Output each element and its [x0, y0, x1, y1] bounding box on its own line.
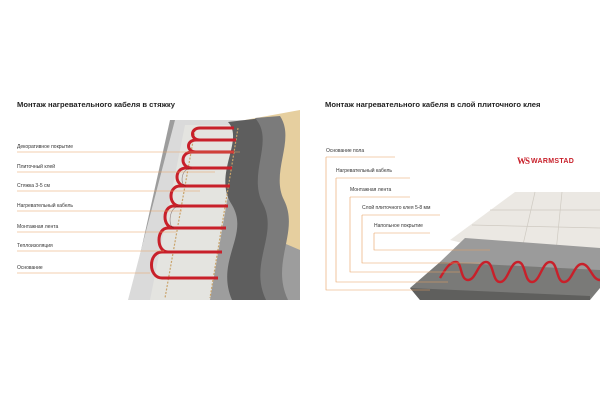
left-panel: Монтаж нагревательного кабеля в стяжку: [17, 100, 300, 300]
left-label-screed: Стяжка 3-5 см: [17, 183, 50, 189]
right-label-mounting-tape: Монтажная лента: [350, 187, 392, 193]
left-tape-line: [209, 127, 239, 299]
warmstad-logo: WS WARMSTAD: [517, 156, 574, 166]
left-label-heating-cable: Нагревательный кабель: [17, 203, 73, 209]
right-leader-lines: [325, 156, 490, 291]
left-label-insulation: Теплоизоляция: [17, 243, 53, 249]
left-leader-lines: [17, 151, 240, 274]
right-diagram: [325, 156, 600, 300]
right-panel: Монтаж нагревательного кабеля в слой пли…: [300, 0, 600, 400]
right-heating-cable: [438, 260, 600, 284]
right-label-heating-cable: Нагревательный кабель: [336, 168, 392, 174]
right-title: Монтаж нагревательного кабеля в слой пли…: [325, 100, 541, 109]
logo-text: WARMSTAD: [531, 157, 575, 165]
left-title: Монтаж нагревательного кабеля в стяжку: [17, 100, 175, 109]
left-tape-line: [164, 129, 196, 299]
left-label-tile-adhesive: Плиточный клей: [17, 164, 56, 170]
left-heating-cable: [150, 126, 236, 280]
left-diagram: [17, 110, 300, 300]
right-label-floor-covering: Напольное покрытие: [374, 223, 423, 229]
left-adhesive-layer: [255, 116, 289, 300]
left-label-mounting-tape: Монтажная лента: [17, 224, 59, 230]
left-label-decorative: Декоративное покрытие: [17, 144, 74, 150]
right-label-adhesive: Слой плиточного клея 5-8 мм: [362, 205, 431, 211]
left-label-base: Основание: [17, 265, 43, 271]
logo-mark: WS: [517, 156, 530, 166]
right-label-floor-base: Основание пола: [326, 148, 365, 154]
